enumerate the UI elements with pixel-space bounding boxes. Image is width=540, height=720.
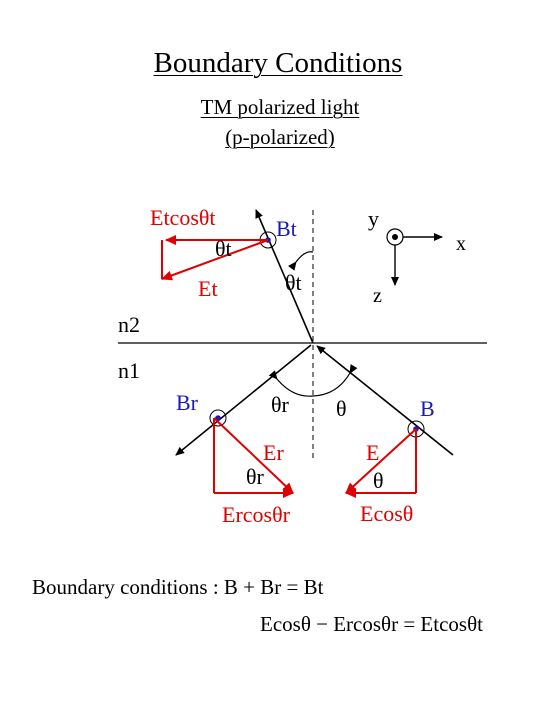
e-vector (345, 428, 417, 494)
transmitted-angle-arc (287, 251, 314, 271)
medium-n1-label: n1 (118, 358, 140, 383)
reflected-angle-arc (268, 370, 314, 397)
br-label: Br (176, 390, 199, 415)
b-reflected-out-of-page-icon (209, 409, 227, 427)
subtitle-line-2: (p-polarized) (225, 125, 335, 149)
axis-label-x: x (456, 233, 466, 255)
b-label: B (420, 396, 435, 421)
boundary-condition-e: Ecosθ − Ercosθr = Etcosθt (260, 612, 483, 636)
er-cos-label: Ercosθr (222, 502, 291, 527)
er-label: Er (263, 440, 284, 465)
theta-label: θ (373, 468, 384, 493)
theta-r-top-label: θr (271, 392, 290, 417)
boundary-condition-b: Boundary conditions : B + Br = Bt (32, 575, 324, 599)
reflected-ray (175, 344, 312, 456)
subtitle-line-1: TM polarized light (200, 95, 360, 119)
axis-label-y: y (368, 206, 379, 231)
medium-n2-label: n2 (118, 312, 140, 337)
axis-label-z: z (373, 285, 382, 307)
theta-r-label: θr (246, 464, 265, 489)
et-label: Et (198, 276, 218, 301)
theta-top-label: θ (336, 396, 347, 421)
theta-t-right-label: θt (285, 270, 302, 295)
incident-ray (316, 345, 454, 456)
et-cos-label: Etcosθt (150, 205, 216, 230)
incident-angle-arc (312, 364, 358, 397)
bt-label: Bt (276, 216, 297, 241)
e-cos-label: Ecosθ (360, 501, 413, 526)
page-title: Boundary Conditions (153, 47, 403, 79)
et-vector (161, 239, 269, 281)
e-label: E (366, 440, 379, 465)
er-vector (213, 417, 294, 494)
theta-t-left-label: θt (215, 236, 232, 261)
